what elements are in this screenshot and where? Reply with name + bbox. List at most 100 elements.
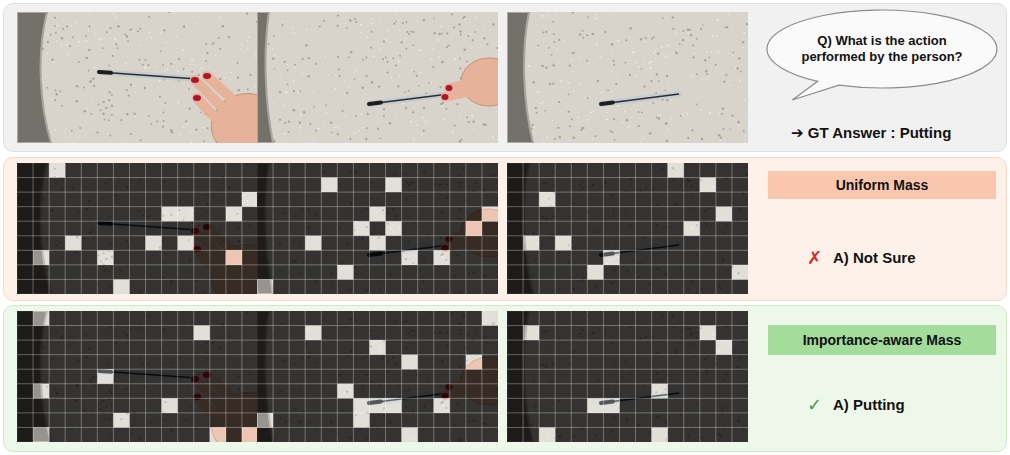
speckle bbox=[666, 139, 668, 141]
speckle bbox=[442, 104, 443, 105]
speckle bbox=[399, 55, 401, 57]
speckle bbox=[325, 56, 326, 57]
speckle bbox=[26, 283, 28, 285]
speckle bbox=[560, 80, 562, 82]
speckle bbox=[75, 251, 78, 254]
speckle bbox=[85, 208, 88, 211]
speckle bbox=[453, 248, 455, 250]
speckle bbox=[437, 39, 439, 41]
speckle bbox=[294, 64, 296, 66]
speckle bbox=[54, 176, 56, 178]
speckle bbox=[168, 12, 170, 13]
speckle bbox=[569, 140, 570, 141]
pen-ink bbox=[99, 223, 197, 230]
speckle bbox=[47, 192, 49, 194]
speckle bbox=[719, 51, 721, 53]
speckle bbox=[35, 68, 37, 70]
counter-surface bbox=[257, 12, 498, 143]
speckle bbox=[437, 190, 439, 192]
speckle bbox=[52, 98, 53, 99]
speckle bbox=[510, 102, 512, 104]
speckle bbox=[438, 33, 440, 35]
speckle bbox=[383, 210, 385, 212]
speckle bbox=[668, 45, 670, 47]
speckle bbox=[167, 68, 168, 69]
speckle bbox=[108, 270, 110, 272]
speckle bbox=[459, 218, 461, 220]
speckle bbox=[202, 38, 203, 39]
speckle bbox=[214, 238, 215, 239]
speckle bbox=[255, 19, 257, 21]
speckle bbox=[543, 141, 544, 142]
speckle bbox=[423, 170, 426, 173]
speckle bbox=[740, 71, 742, 73]
speckle bbox=[327, 105, 328, 106]
speckle bbox=[235, 120, 237, 122]
speckle bbox=[544, 15, 545, 16]
speckle bbox=[441, 61, 444, 64]
speckle bbox=[586, 60, 588, 62]
speckle bbox=[611, 43, 613, 45]
speckle bbox=[413, 71, 415, 73]
speckle bbox=[347, 286, 348, 287]
speckle bbox=[183, 25, 185, 27]
speckle bbox=[56, 93, 59, 96]
speckle bbox=[379, 136, 380, 137]
palm bbox=[203, 235, 258, 294]
speckle bbox=[32, 241, 34, 243]
speckle bbox=[520, 125, 521, 126]
speckle bbox=[106, 182, 108, 184]
speckle bbox=[326, 112, 327, 113]
speckle bbox=[374, 90, 375, 91]
speckles bbox=[258, 12, 498, 143]
speckle bbox=[287, 64, 288, 65]
speckle bbox=[249, 247, 251, 249]
speckle bbox=[474, 182, 476, 184]
speckle bbox=[186, 274, 188, 276]
speckle bbox=[162, 277, 164, 279]
speckle bbox=[334, 277, 335, 278]
speckle bbox=[205, 43, 207, 45]
speckle bbox=[652, 102, 654, 104]
grid-line bbox=[17, 264, 258, 265]
speckle bbox=[396, 20, 397, 21]
nail bbox=[191, 228, 199, 234]
speckle bbox=[247, 36, 249, 38]
speckle bbox=[28, 263, 29, 264]
speckle bbox=[606, 118, 608, 120]
speckle bbox=[421, 133, 423, 135]
speckle bbox=[732, 55, 734, 57]
speckle bbox=[265, 45, 267, 47]
speckle bbox=[241, 195, 243, 197]
speckle bbox=[412, 31, 414, 33]
finger bbox=[449, 82, 471, 88]
speckle bbox=[26, 276, 28, 278]
speckle bbox=[203, 291, 205, 293]
frame-scene bbox=[17, 163, 258, 294]
sink-edge bbox=[257, 12, 273, 143]
speckle bbox=[180, 285, 182, 287]
speckle bbox=[496, 198, 498, 200]
speckle bbox=[336, 127, 337, 128]
speckle bbox=[447, 225, 448, 226]
speckle bbox=[492, 23, 494, 25]
speckle bbox=[439, 86, 441, 88]
speckle bbox=[165, 42, 166, 43]
speckle bbox=[163, 78, 165, 80]
speckle bbox=[293, 90, 295, 92]
speckle bbox=[47, 204, 49, 206]
speckle bbox=[708, 56, 710, 58]
speckle bbox=[247, 191, 248, 192]
speckle bbox=[456, 254, 458, 256]
speckle bbox=[195, 280, 197, 282]
speckle bbox=[286, 242, 288, 244]
speckle bbox=[89, 89, 90, 90]
speckle bbox=[613, 60, 615, 62]
speckle bbox=[79, 287, 80, 288]
speckle bbox=[520, 138, 522, 140]
speckle bbox=[248, 263, 249, 264]
speckle bbox=[666, 19, 667, 20]
speckle bbox=[489, 241, 491, 243]
speckle bbox=[458, 23, 460, 25]
speckle bbox=[343, 94, 344, 95]
